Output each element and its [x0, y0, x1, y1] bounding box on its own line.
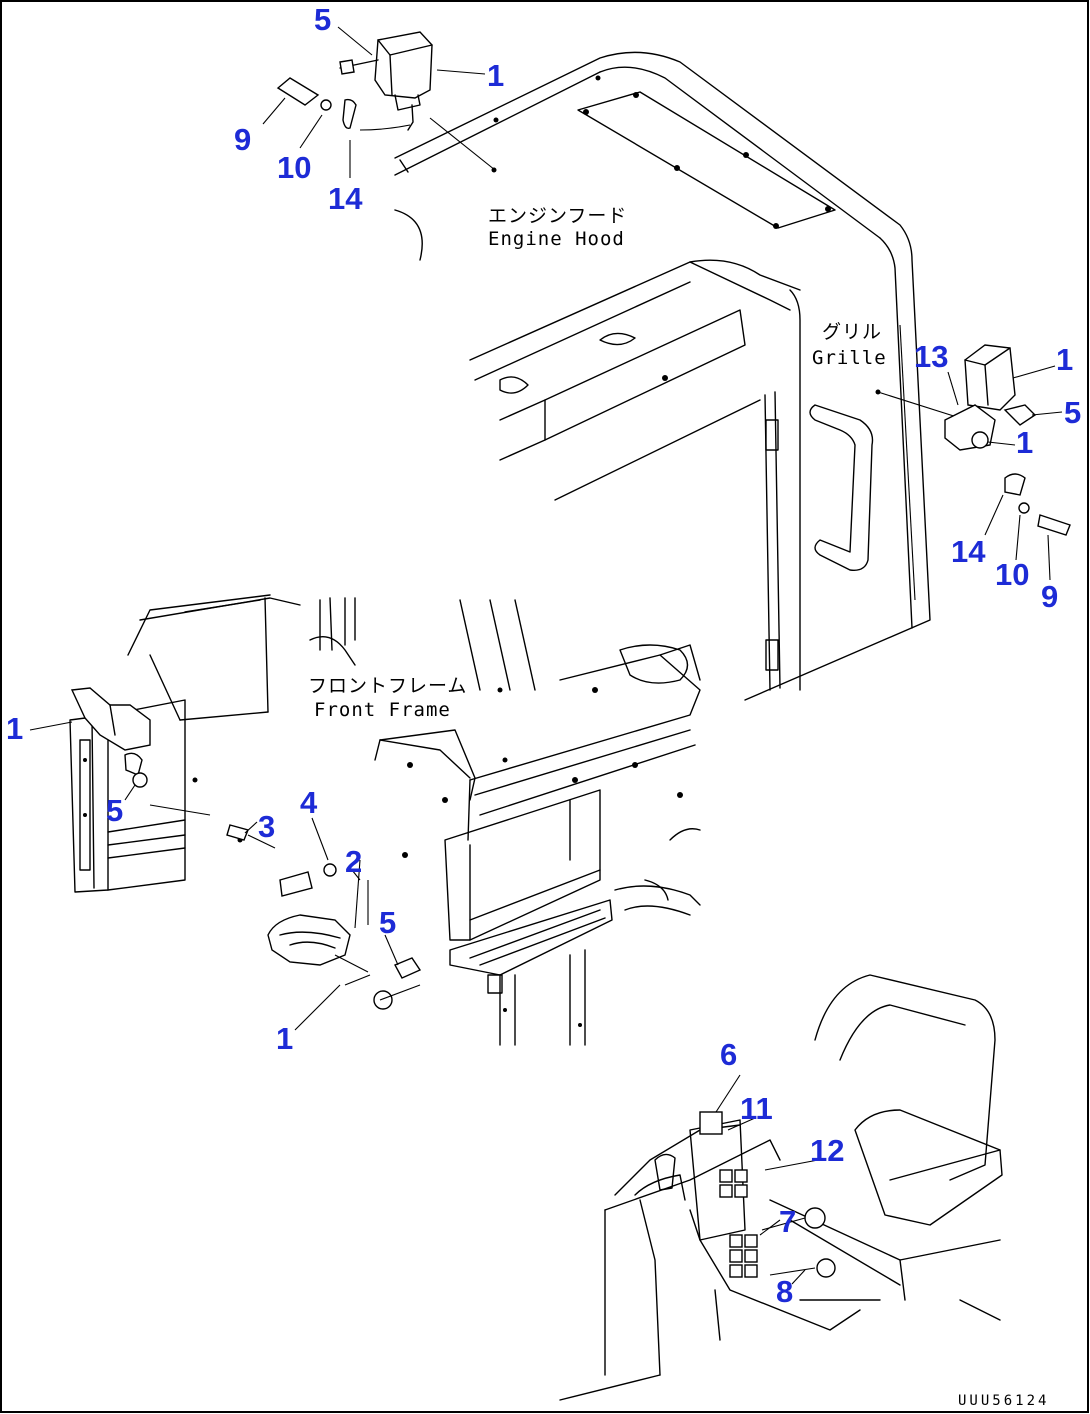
callout-12: 12	[810, 1133, 845, 1168]
work-lamp-lower	[267, 859, 422, 1010]
front-frame	[127, 594, 701, 916]
callout-1-left-step: 1	[6, 711, 24, 746]
callout-2: 2	[345, 844, 363, 879]
work-lamp-right	[944, 344, 1071, 536]
callout-14-top: 14	[328, 181, 363, 216]
callout-5-lower-lamp: 5	[379, 905, 397, 940]
front-frame-caption-jp: フロントフレーム	[308, 675, 468, 697]
callout-1-right-bracket: 1	[1016, 425, 1034, 460]
callout-8: 8	[776, 1274, 794, 1309]
engine-hood-outline	[394, 51, 961, 701]
seat-and-switch-panel	[559, 974, 1003, 1401]
callout-4: 4	[300, 785, 318, 820]
callout-3: 3	[258, 809, 276, 844]
callout-1-lower-lamp: 1	[276, 1021, 294, 1056]
callout-9-top: 9	[234, 122, 252, 157]
callout-6: 6	[720, 1037, 738, 1072]
grille-caption-jp: グリル	[822, 321, 883, 343]
callout-10-right: 10	[995, 557, 1030, 592]
left-step-lamp	[69, 687, 337, 897]
step-box	[444, 789, 613, 1046]
engine-hood-caption-en: Engine Hood	[488, 228, 625, 250]
callout-11: 11	[740, 1091, 773, 1126]
drawing-code: UUU56124	[958, 1393, 1050, 1409]
callout-10-top: 10	[277, 150, 312, 185]
callout-14-right: 14	[951, 534, 986, 569]
callout-9-right: 9	[1041, 579, 1059, 614]
callout-5-top-lamp: 5	[314, 2, 332, 37]
grille-caption-en: Grille	[812, 347, 887, 369]
leader-lines	[29, 26, 1063, 1285]
callout-5-right: 5	[1064, 395, 1082, 430]
callout-1-top-lamp: 1	[487, 58, 505, 93]
engine-hood-caption-jp: エンジンフード	[488, 205, 628, 227]
front-frame-caption-en: Front Frame	[314, 699, 451, 721]
callout-7: 7	[779, 1204, 797, 1239]
callout-1-right-lamp: 1	[1056, 342, 1074, 377]
callout-5-left-step: 5	[106, 793, 124, 828]
callout-13-right: 13	[914, 339, 949, 374]
work-lamp-top	[276, 31, 496, 171]
